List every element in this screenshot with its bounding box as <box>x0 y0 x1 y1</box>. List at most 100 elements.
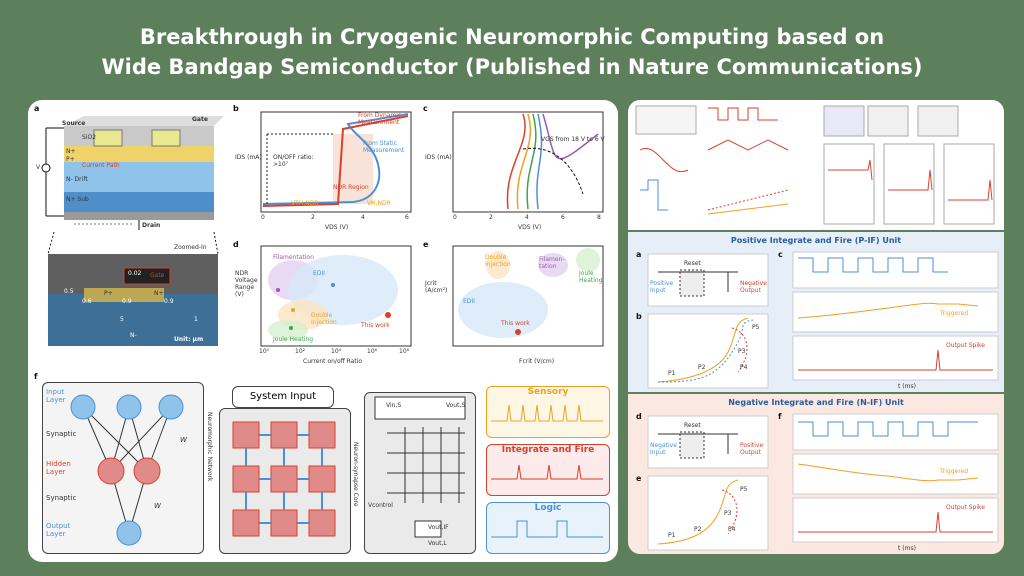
pif-phase-p3: P3 <box>738 348 746 355</box>
supplementary-thumbnails <box>635 105 995 225</box>
pif-spike: Output Spike <box>946 342 985 349</box>
e-this-work: This work <box>501 320 530 327</box>
sensory-waveform <box>491 404 603 422</box>
panel-f: f Input Layer Synaptic Hidden Layer Syna… <box>34 372 614 558</box>
f-synaptic-1: Synaptic <box>46 430 77 438</box>
d-xtick-2: 10² <box>295 348 306 355</box>
integrate-title: Integrate and Fire <box>501 445 595 455</box>
right-top-card <box>628 100 1004 230</box>
label-n-drift: N- Drift <box>66 176 88 183</box>
f-vout-if-core: Vout,IF <box>428 524 449 531</box>
panel-a: a Source Gate SiO2 N+ P+ C <box>34 104 224 349</box>
label-p-plus: P+ <box>66 156 75 163</box>
pif-letter-b: b <box>636 312 642 321</box>
nif-letter-e: e <box>636 474 642 483</box>
panel-f-letter: f <box>34 372 38 381</box>
pif-plots <box>647 251 999 389</box>
panel-d: d Filamentation EDII Double Injection Jo… <box>233 240 418 370</box>
b-xtick-4: 4 <box>361 214 365 221</box>
network-graph <box>70 394 184 546</box>
panel-a-letter: a <box>34 104 40 113</box>
dim-0-5: 0.5 <box>64 288 74 295</box>
title-line-2: Wide Bandgap Semiconductor (Published in… <box>101 55 923 79</box>
label-unit: Unit: μm <box>174 336 204 343</box>
nif-phase-p4: P4 <box>728 526 736 533</box>
d-xtick-6: 10⁶ <box>367 348 378 355</box>
d-this-work: This work <box>361 322 390 329</box>
logic-waveform <box>491 520 603 538</box>
pif-phase-p1: P1 <box>668 370 676 377</box>
nif-xlabel: t (ms) <box>898 545 916 552</box>
label-n-plus: N+ <box>66 148 76 155</box>
panel-b: b ON/OFF ratio: >10⁷ NDR Region From Dyn… <box>233 104 418 234</box>
nif-phase-p2: P2 <box>694 526 702 533</box>
label-static: From Static Measurement <box>363 140 405 154</box>
b-ylabel: IDS (mA) <box>235 154 262 161</box>
c-xtick-6: 6 <box>561 214 565 221</box>
f-w2: W <box>154 502 161 510</box>
c-ylabel: IDS (mA) <box>425 154 452 161</box>
label-vth-ndr: VTH,NDR <box>291 200 319 207</box>
f-input-layer: Input Layer <box>46 388 66 404</box>
e-xlabel: Fcrit (V/cm) <box>519 358 555 365</box>
pif-phase-p2: P2 <box>698 364 706 371</box>
iv-chart-b <box>260 111 412 213</box>
system-input-box: System Input <box>232 386 334 408</box>
label-v: V <box>36 164 41 171</box>
nif-spike: Output Spike <box>946 504 985 511</box>
pif-output: Negative Output <box>740 280 767 294</box>
crossbar-grid <box>232 421 336 537</box>
f-core-label: Neuron-synapse Core <box>352 442 359 507</box>
label-vgs: VGS from 18 V to 6 V <box>541 136 605 143</box>
left-figure-card: a Source Gate SiO2 N+ P+ C <box>28 100 618 562</box>
integrate-waveform <box>491 464 603 480</box>
d-ylabel: NDR Voltage Range (V) <box>235 270 258 298</box>
e-filamentation: Filamen-tation <box>539 256 565 270</box>
panel-e: e Double Injection Filamen-tation Joule … <box>423 240 613 370</box>
e-edii: EDII <box>463 298 475 305</box>
label-gate-zoom: Gate <box>150 272 165 279</box>
nif-section: Negative Integrate and Fire (N-IF) Unit … <box>628 394 1004 554</box>
nif-phase-p1: P1 <box>668 532 676 539</box>
e-joule: Joule Heating <box>579 270 603 284</box>
panel-c-letter: c <box>423 104 428 113</box>
c-xtick-2: 2 <box>489 214 493 221</box>
benchmark-chart-d <box>260 245 412 347</box>
benchmark-chart-e <box>452 245 604 347</box>
d-joule: Joule Heating <box>273 336 314 343</box>
integrate-fire-box: Integrate and Fire <box>486 444 610 496</box>
d-edii: EDII <box>313 270 325 277</box>
label-n-plus-zoom: N+ <box>154 290 164 297</box>
nif-phase-p5: P5 <box>740 486 748 493</box>
nif-letter-f: f <box>778 412 782 421</box>
d-filamentation: Filamentation <box>273 254 314 261</box>
dim-0-9-a: 0.9 <box>122 298 132 305</box>
b-xtick-2: 2 <box>311 214 315 221</box>
dim-0-9-b: 0.9 <box>164 298 174 305</box>
f-w1: W <box>180 436 187 444</box>
f-synaptic-2: Synaptic <box>46 494 77 502</box>
iv-chart-c <box>452 111 604 213</box>
nif-triggered: Triggered <box>940 468 969 475</box>
pif-phase-p4: P4 <box>740 364 748 371</box>
nif-input: Negative Input <box>650 442 677 456</box>
pif-xlabel: t (ms) <box>898 383 916 390</box>
pif-letter-a: a <box>636 250 642 259</box>
c-xtick-4: 4 <box>525 214 529 221</box>
label-p-plus-zoom: P+ <box>104 290 113 297</box>
c-xtick-0: 0 <box>453 214 457 221</box>
label-sio2: SiO2 <box>82 134 97 141</box>
d-xlabel: Current on/off Ratio <box>303 358 363 365</box>
panel-b-letter: b <box>233 104 239 113</box>
logic-title: Logic <box>534 503 562 513</box>
d-xtick-0: 10⁰ <box>259 348 270 355</box>
pif-triggered: Triggered <box>940 310 969 317</box>
nif-title: Negative Integrate and Fire (N-IF) Unit <box>728 398 904 407</box>
label-drain: Drain <box>142 222 161 229</box>
system-input-label: System Input <box>249 391 317 402</box>
core-circuit <box>374 396 466 538</box>
label-n-minus: N- <box>130 332 137 339</box>
f-vin-s: Vin,S <box>386 402 402 409</box>
neural-network-box <box>42 382 204 554</box>
f-vout-s: Vout,S <box>446 402 466 409</box>
